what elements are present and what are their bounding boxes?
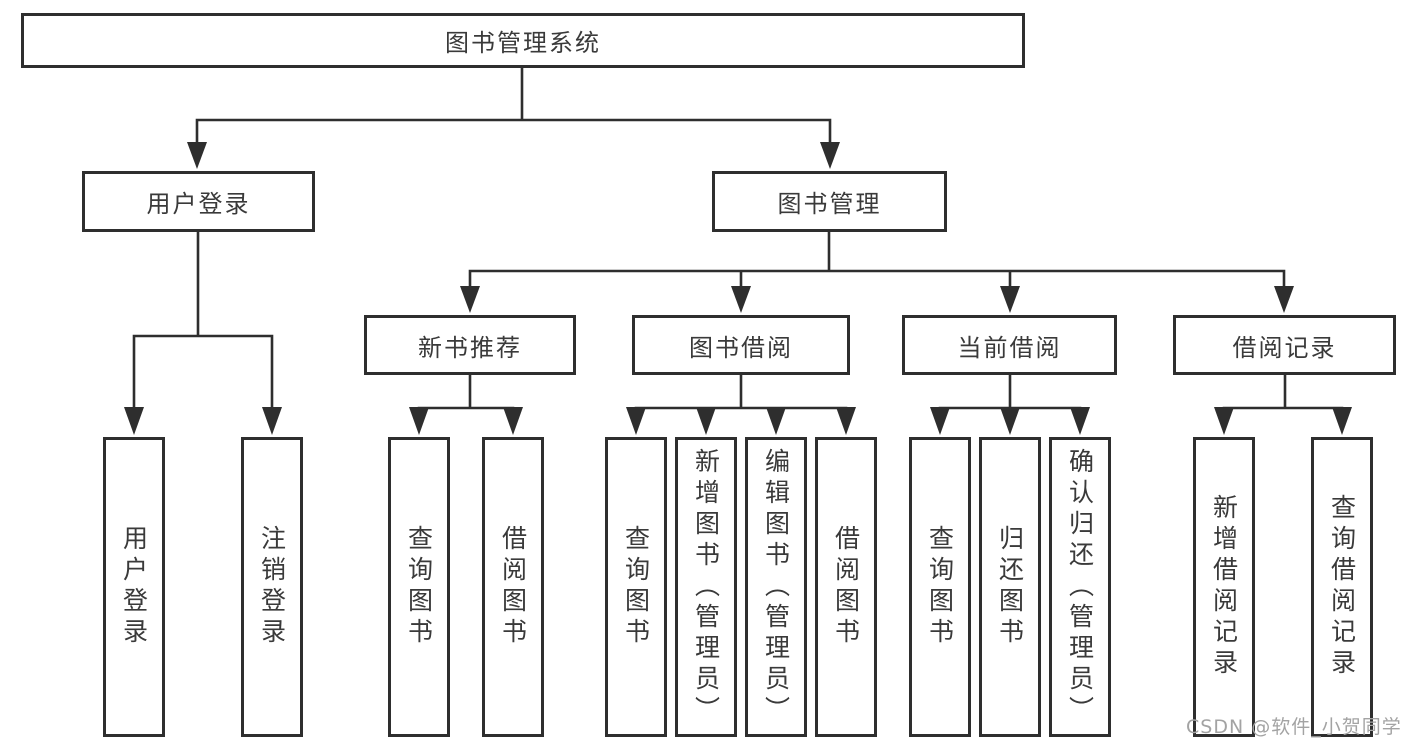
node-user-login: 用户登录 — [82, 171, 315, 232]
node-leaf-confirm-return-admin: 确认归还（管理员） — [1049, 437, 1111, 737]
arrow-down-icon — [262, 407, 282, 435]
arrow-down-icon — [1000, 407, 1020, 435]
edge-rail-records — [1222, 406, 1344, 411]
node-label: 图书管理系统 — [445, 29, 601, 57]
arrow-down-icon — [731, 286, 751, 313]
csdn-watermark: CSDN @软件_小贺同学 — [1186, 716, 1402, 738]
node-label: 查询借阅记录 — [1327, 494, 1357, 680]
node-borrowing-records: 借阅记录 — [1173, 315, 1396, 375]
arrow-down-icon — [503, 407, 523, 435]
arrow-down-icon — [1214, 407, 1234, 435]
arrow-down-icon — [187, 142, 207, 169]
node-label: 借阅图书 — [498, 525, 528, 649]
node-new-book-recommendation: 新书推荐 — [364, 315, 576, 375]
node-book-management: 图书管理 — [712, 171, 947, 232]
arrow-down-icon — [460, 286, 480, 313]
node-leaf-query-books-recommend: 查询图书 — [388, 437, 450, 737]
node-label: 归还图书 — [995, 525, 1025, 649]
node-label: 新书推荐 — [418, 333, 522, 362]
node-leaf-edit-books-admin: 编辑图书（管理员） — [745, 437, 807, 737]
node-label: 注销登录 — [257, 525, 287, 649]
edge-rail-book-borrow — [634, 406, 848, 411]
node-leaf-borrow-books: 借阅图书 — [815, 437, 877, 737]
arrow-down-icon — [124, 407, 144, 435]
edge-rail-new-book — [417, 406, 515, 411]
node-book-borrowing: 图书借阅 — [632, 315, 850, 375]
arrow-down-icon — [409, 407, 429, 435]
node-leaf-borrow-books-recommend: 借阅图书 — [482, 437, 544, 737]
node-label: 新增借阅记录 — [1209, 494, 1239, 680]
node-label: 查询图书 — [404, 525, 434, 649]
node-library-management-system: 图书管理系统 — [21, 13, 1025, 68]
node-label: 用户登录 — [119, 525, 149, 649]
arrow-down-icon — [1070, 407, 1090, 435]
node-leaf-logout: 注销登录 — [241, 437, 303, 737]
node-leaf-query-books-current: 查询图书 — [909, 437, 971, 737]
arrow-down-icon — [766, 407, 786, 435]
arrowheads — [124, 142, 1352, 435]
arrow-down-icon — [696, 407, 716, 435]
arrow-down-icon — [930, 407, 950, 435]
edge-rail-level3 — [468, 269, 1286, 290]
arrow-down-icon — [1274, 286, 1294, 313]
arrow-down-icon — [1332, 407, 1352, 435]
node-leaf-query-borrow-record: 查询借阅记录 — [1311, 437, 1373, 737]
node-leaf-query-books-borrow: 查询图书 — [605, 437, 667, 737]
arrow-down-icon — [1000, 286, 1020, 313]
node-leaf-user-login: 用户登录 — [103, 437, 165, 737]
arrow-down-icon — [626, 407, 646, 435]
node-label: 用户登录 — [146, 190, 251, 218]
node-leaf-return-books: 归还图书 — [979, 437, 1041, 737]
node-label: 查询图书 — [621, 525, 651, 649]
edge-rail-level2 — [195, 118, 832, 147]
edge-rail-user-login — [132, 334, 274, 412]
node-label: 图书管理 — [777, 190, 882, 218]
arrow-down-icon — [820, 142, 840, 169]
arrow-down-icon — [836, 407, 856, 435]
node-label: 查询图书 — [925, 525, 955, 649]
node-leaf-add-borrow-record: 新增借阅记录 — [1193, 437, 1255, 737]
node-label: 新增图书（管理员） — [691, 447, 721, 727]
node-label: 借阅记录 — [1232, 333, 1337, 362]
node-label: 编辑图书（管理员） — [761, 447, 791, 727]
node-label: 图书借阅 — [689, 333, 793, 362]
node-current-borrowing: 当前借阅 — [902, 315, 1117, 375]
node-leaf-add-books-admin: 新增图书（管理员） — [675, 437, 737, 737]
node-label: 确认归还（管理员） — [1065, 447, 1095, 727]
node-label: 借阅图书 — [831, 525, 861, 649]
node-label: 当前借阅 — [957, 333, 1062, 362]
